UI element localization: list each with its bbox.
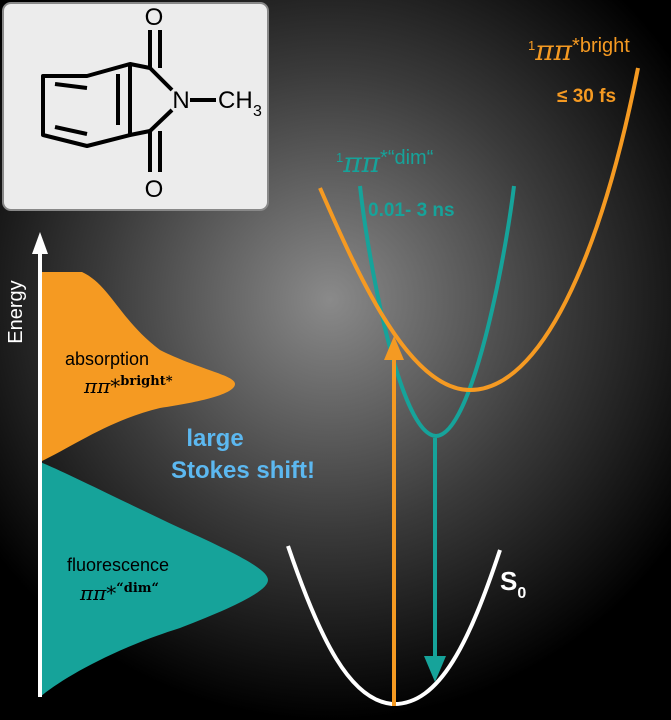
energy-axis-label: Energy: [5, 280, 27, 343]
stokes-shift-line1: large: [186, 425, 243, 452]
dim-state-label: 1ππ*“dim“: [336, 146, 433, 179]
fluorescence-band: [40, 462, 268, 697]
fluorescence-state: ππ*“dim“: [79, 581, 159, 605]
bright-state-curve: [318, 67, 640, 393]
dim-state-curve: [358, 185, 516, 439]
stokes-shift-line2: Stokes shift!: [171, 457, 315, 484]
excitation-arrowhead: [384, 336, 404, 360]
emission-arrowhead: [424, 656, 446, 682]
ground-state-label: S0: [500, 566, 526, 602]
energy-axis-arrowhead: [32, 232, 48, 254]
absorption-label: absorption: [65, 349, 149, 369]
atom-o-bottom: O: [145, 176, 164, 203]
dim-state-lifetime: 0.01- 3 ns: [368, 200, 455, 221]
fluorescence-label: fluorescence: [67, 555, 169, 575]
bright-state-label: 1ππ*bright: [528, 34, 630, 67]
atom-ch: CH: [218, 87, 253, 114]
absorption-band: [40, 272, 235, 462]
atom-ch-subscript: 3: [253, 103, 262, 120]
bright-state-lifetime: ≤ 30 fs: [557, 86, 616, 107]
atom-o-top: O: [145, 4, 164, 31]
absorption-state: ππ*bright*: [83, 374, 173, 398]
molecule-structure: O O N CH 3: [2, 2, 269, 211]
atom-n: N: [172, 87, 189, 114]
molecule-box: [2, 2, 269, 211]
